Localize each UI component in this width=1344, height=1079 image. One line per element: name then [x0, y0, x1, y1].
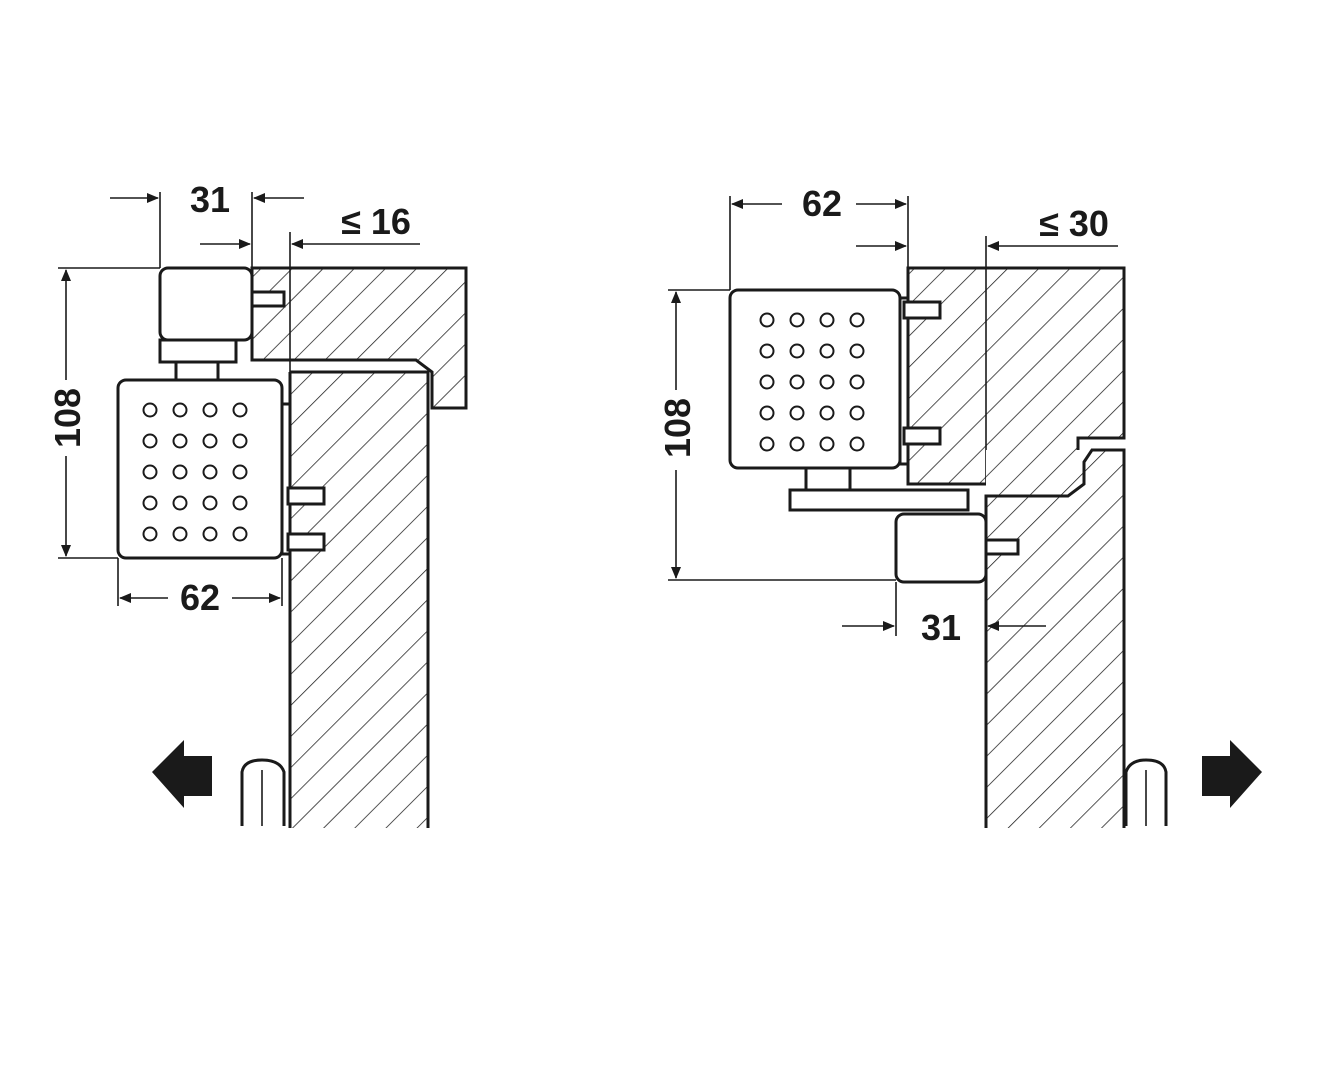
closer-dot [759, 343, 775, 359]
closer-dot [819, 436, 835, 452]
arrow-left-icon [152, 740, 212, 808]
right-arm-shoe [894, 512, 988, 584]
right-dim-gap: ≤ 30 [1039, 203, 1109, 244]
closer-dot [142, 526, 158, 542]
closer-dot [789, 436, 805, 452]
left-spindle [174, 360, 220, 382]
closer-dot [819, 343, 835, 359]
closer-dot [849, 312, 865, 328]
right-spindle-plate [788, 488, 970, 512]
right-hinge [1124, 758, 1168, 826]
closer-dot [202, 433, 218, 449]
closer-dot [759, 436, 775, 452]
right-door-fill [986, 450, 1124, 828]
right-dim-bottom-width: 31 [921, 607, 961, 648]
closer-dot [232, 495, 248, 511]
left-closer-dot-grid [142, 402, 248, 542]
closer-dot [849, 436, 865, 452]
left-dim-height: 108 [47, 388, 88, 448]
right-dim-body-width: 62 [802, 183, 842, 224]
left-spindle-plate [158, 338, 238, 364]
closer-dot [759, 374, 775, 390]
closer-dot [819, 374, 835, 390]
closer-dot [172, 526, 188, 542]
left-dim-body-width: 62 [180, 577, 220, 618]
arrow-right-icon [1202, 740, 1262, 808]
closer-dot [142, 402, 158, 418]
left-dim-top-width: 31 [190, 179, 230, 220]
left-frame [250, 266, 468, 410]
left-arm-shoe [158, 266, 254, 342]
closer-dot [232, 464, 248, 480]
closer-dot [142, 433, 158, 449]
closer-dot [789, 312, 805, 328]
closer-dot [202, 464, 218, 480]
left-hinge [240, 758, 286, 826]
closer-dot [202, 495, 218, 511]
closer-dot [849, 405, 865, 421]
right-closer-body [728, 288, 902, 470]
left-closer-body [116, 378, 284, 560]
closer-dot [172, 464, 188, 480]
closer-dot [759, 405, 775, 421]
closer-dot [202, 402, 218, 418]
closer-dot [172, 495, 188, 511]
right-dim-height: 108 [657, 398, 698, 458]
closer-dot [819, 405, 835, 421]
closer-dot [202, 526, 218, 542]
right-spindle [804, 466, 852, 492]
left-dim-gap: ≤ 16 [341, 201, 411, 242]
closer-dot [849, 374, 865, 390]
closer-dot [232, 402, 248, 418]
closer-dot [789, 374, 805, 390]
closer-dot [759, 312, 775, 328]
closer-dot [142, 464, 158, 480]
closer-dot [789, 405, 805, 421]
right-closer-dot-grid [759, 312, 865, 452]
left-assembly: 31 ≤ 16 108 62 [47, 179, 468, 828]
right-assembly: 62 ≤ 30 108 31 [657, 183, 1262, 828]
closer-dot [849, 343, 865, 359]
closer-dot [172, 433, 188, 449]
left-door-fill [290, 372, 428, 828]
closer-dot [172, 402, 188, 418]
closer-dot [819, 312, 835, 328]
closer-dot [232, 433, 248, 449]
closer-dot [789, 343, 805, 359]
closer-dot [232, 526, 248, 542]
closer-dot [142, 495, 158, 511]
